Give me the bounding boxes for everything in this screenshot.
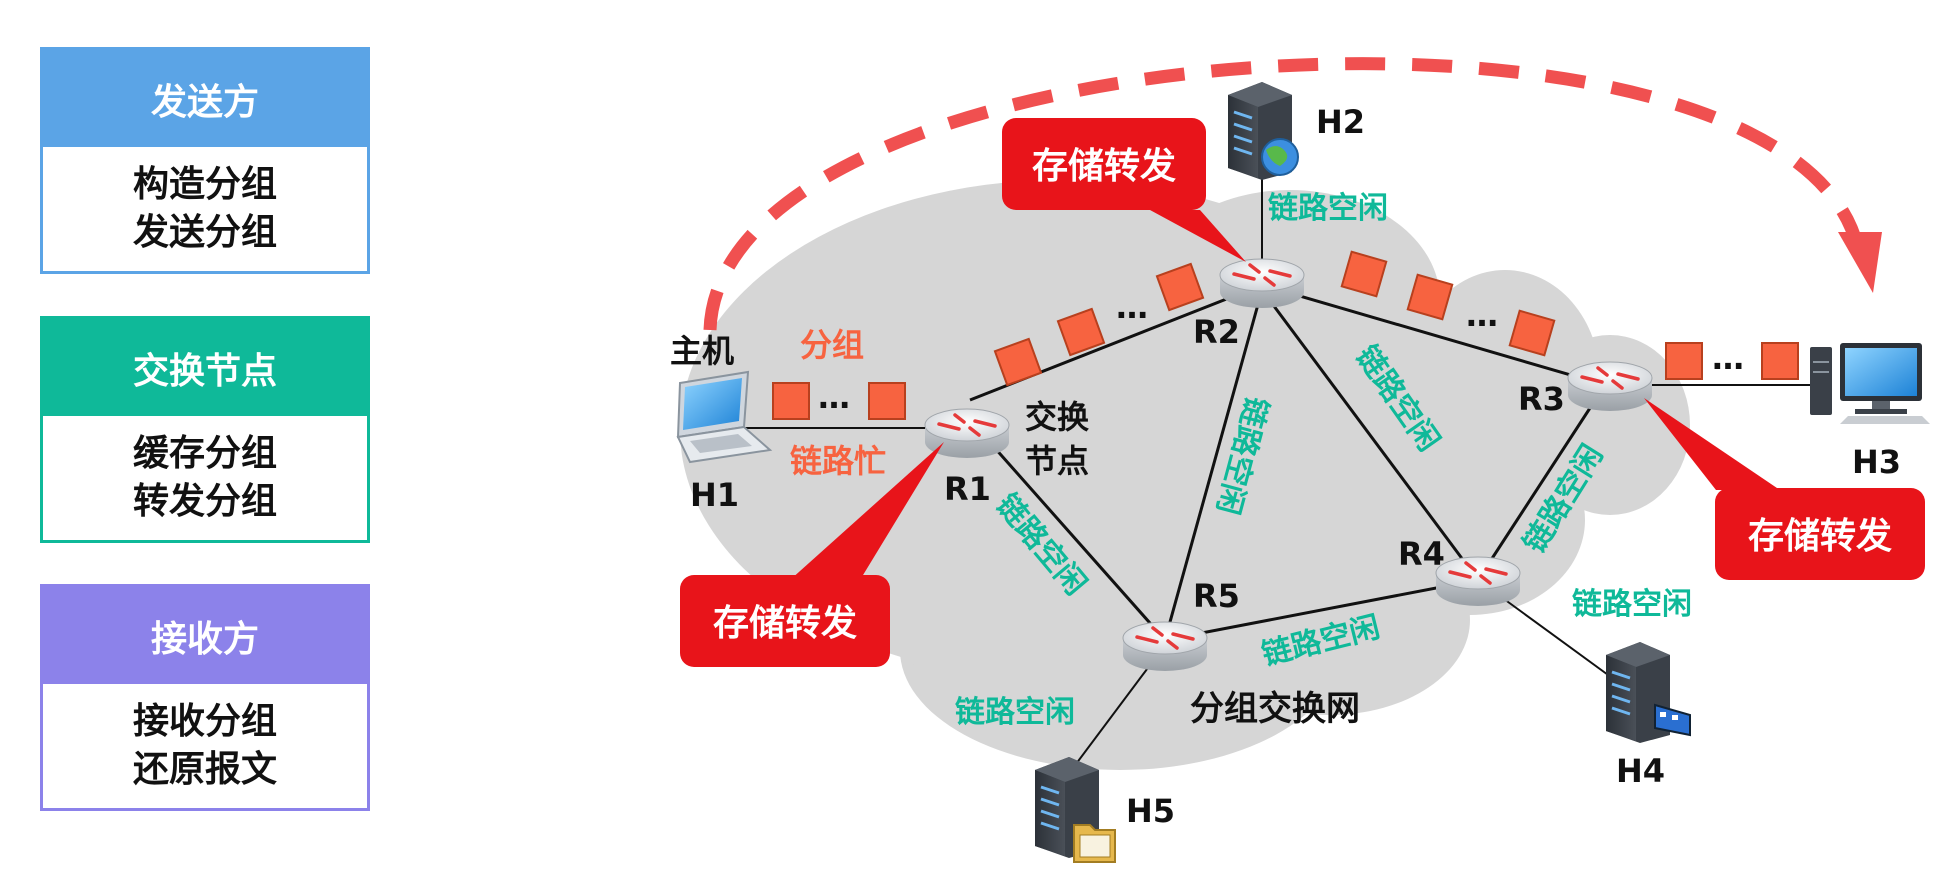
panel-receiver-body: 接收分组 还原报文 [43, 684, 367, 808]
link-r1-r5 [968, 419, 1167, 641]
server-folder-icon [1035, 757, 1116, 863]
packet-word-label: 分组 [800, 326, 864, 364]
link-r2-r5 [1163, 289, 1264, 641]
router-r3-label: R3 [1518, 380, 1565, 418]
packet [772, 382, 810, 420]
packet [993, 337, 1043, 387]
panel-sender-line1: 构造分组 [132, 164, 277, 205]
router-r2-label: R2 [1193, 313, 1240, 351]
panel-sender-body: 构造分组 发送分组 [43, 147, 367, 271]
host-h2-label: H2 [1316, 103, 1365, 141]
link-idle-label-h2: 链路空闲 [1268, 191, 1388, 226]
panel-receiver: 接收方 接收分组 还原报文 [40, 584, 370, 811]
link-idle-label-r4-h4: 链路空闲 [1572, 587, 1692, 622]
link-r2-r3 [1261, 283, 1606, 387]
packet [1508, 309, 1556, 357]
packet [1155, 262, 1205, 312]
panel-switch-line2: 转发分组 [132, 481, 277, 522]
callout-r1: 存储转发 [680, 442, 944, 667]
panel-switch: 交换节点 缓存分组 转发分组 [40, 316, 370, 543]
link-busy-label: 链路忙 [790, 442, 886, 480]
panel-switch-line1: 缓存分组 [132, 433, 277, 474]
callout-r2-text: 存储转发 [1032, 146, 1176, 187]
panel-receiver-title: 接收方 [43, 587, 367, 684]
router-r5-label: R5 [1193, 577, 1240, 615]
router-r5-icon [1122, 621, 1208, 671]
packet-ellipsis: … [1712, 339, 1744, 377]
callout-r3-text: 存储转发 [1748, 516, 1892, 557]
packet [1761, 342, 1799, 380]
host-h5-label: H5 [1126, 792, 1175, 830]
host-h3-label: H3 [1852, 443, 1901, 481]
server-globe-icon [1228, 82, 1299, 180]
callout-r2: 存储转发 [1002, 118, 1246, 262]
router-r1-label: R1 [944, 470, 991, 508]
network-label: 分组交换网 [1190, 689, 1360, 729]
desktop-computer-icon [1810, 343, 1930, 424]
packet-ellipsis: … [1466, 296, 1498, 334]
server-media-icon [1606, 642, 1691, 743]
store-forward-arc [703, 57, 1867, 331]
callout-r3: 存储转发 [1644, 398, 1925, 580]
packet [868, 382, 906, 420]
panel-switch-body: 缓存分组 转发分组 [43, 416, 367, 540]
packets [772, 250, 1799, 420]
host-h4-label: H4 [1616, 752, 1665, 790]
laptop-icon [676, 370, 773, 464]
packet [1340, 250, 1388, 298]
packet [1056, 307, 1106, 357]
link-r2-r4 [1260, 289, 1480, 581]
router-r3-icon [1567, 361, 1653, 411]
callout-r1-text: 存储转发 [713, 603, 857, 644]
host-word-label: 主机 [670, 332, 734, 370]
link-r5-r4 [1164, 578, 1479, 642]
packet-ellipsis: … [818, 378, 850, 416]
panel-receiver-line2: 还原报文 [132, 749, 277, 790]
switch-node-label-line1: 交换 [1025, 398, 1089, 436]
router-r1-icon [924, 408, 1010, 458]
host-h1-label: H1 [690, 476, 739, 514]
panel-receiver-line1: 接收分组 [132, 701, 277, 742]
switch-node-label-line2: 节点 [1025, 442, 1089, 480]
router-r4-icon [1435, 556, 1521, 606]
packet [1406, 273, 1454, 321]
panel-switch-title: 交换节点 [43, 319, 367, 416]
router-r2-icon [1219, 258, 1305, 308]
packet [1665, 342, 1703, 380]
router-r4-label: R4 [1398, 535, 1445, 573]
panel-sender-title: 发送方 [43, 50, 367, 147]
panel-sender-line2: 发送分组 [132, 212, 277, 253]
arc-arrowhead-icon [1838, 232, 1882, 293]
link-r3-r4 [1476, 384, 1607, 581]
packet-ellipsis: … [1116, 288, 1148, 326]
panel-sender: 发送方 构造分组 发送分组 [40, 47, 370, 274]
link-idle-label-r5-h5: 链路空闲 [955, 695, 1075, 730]
